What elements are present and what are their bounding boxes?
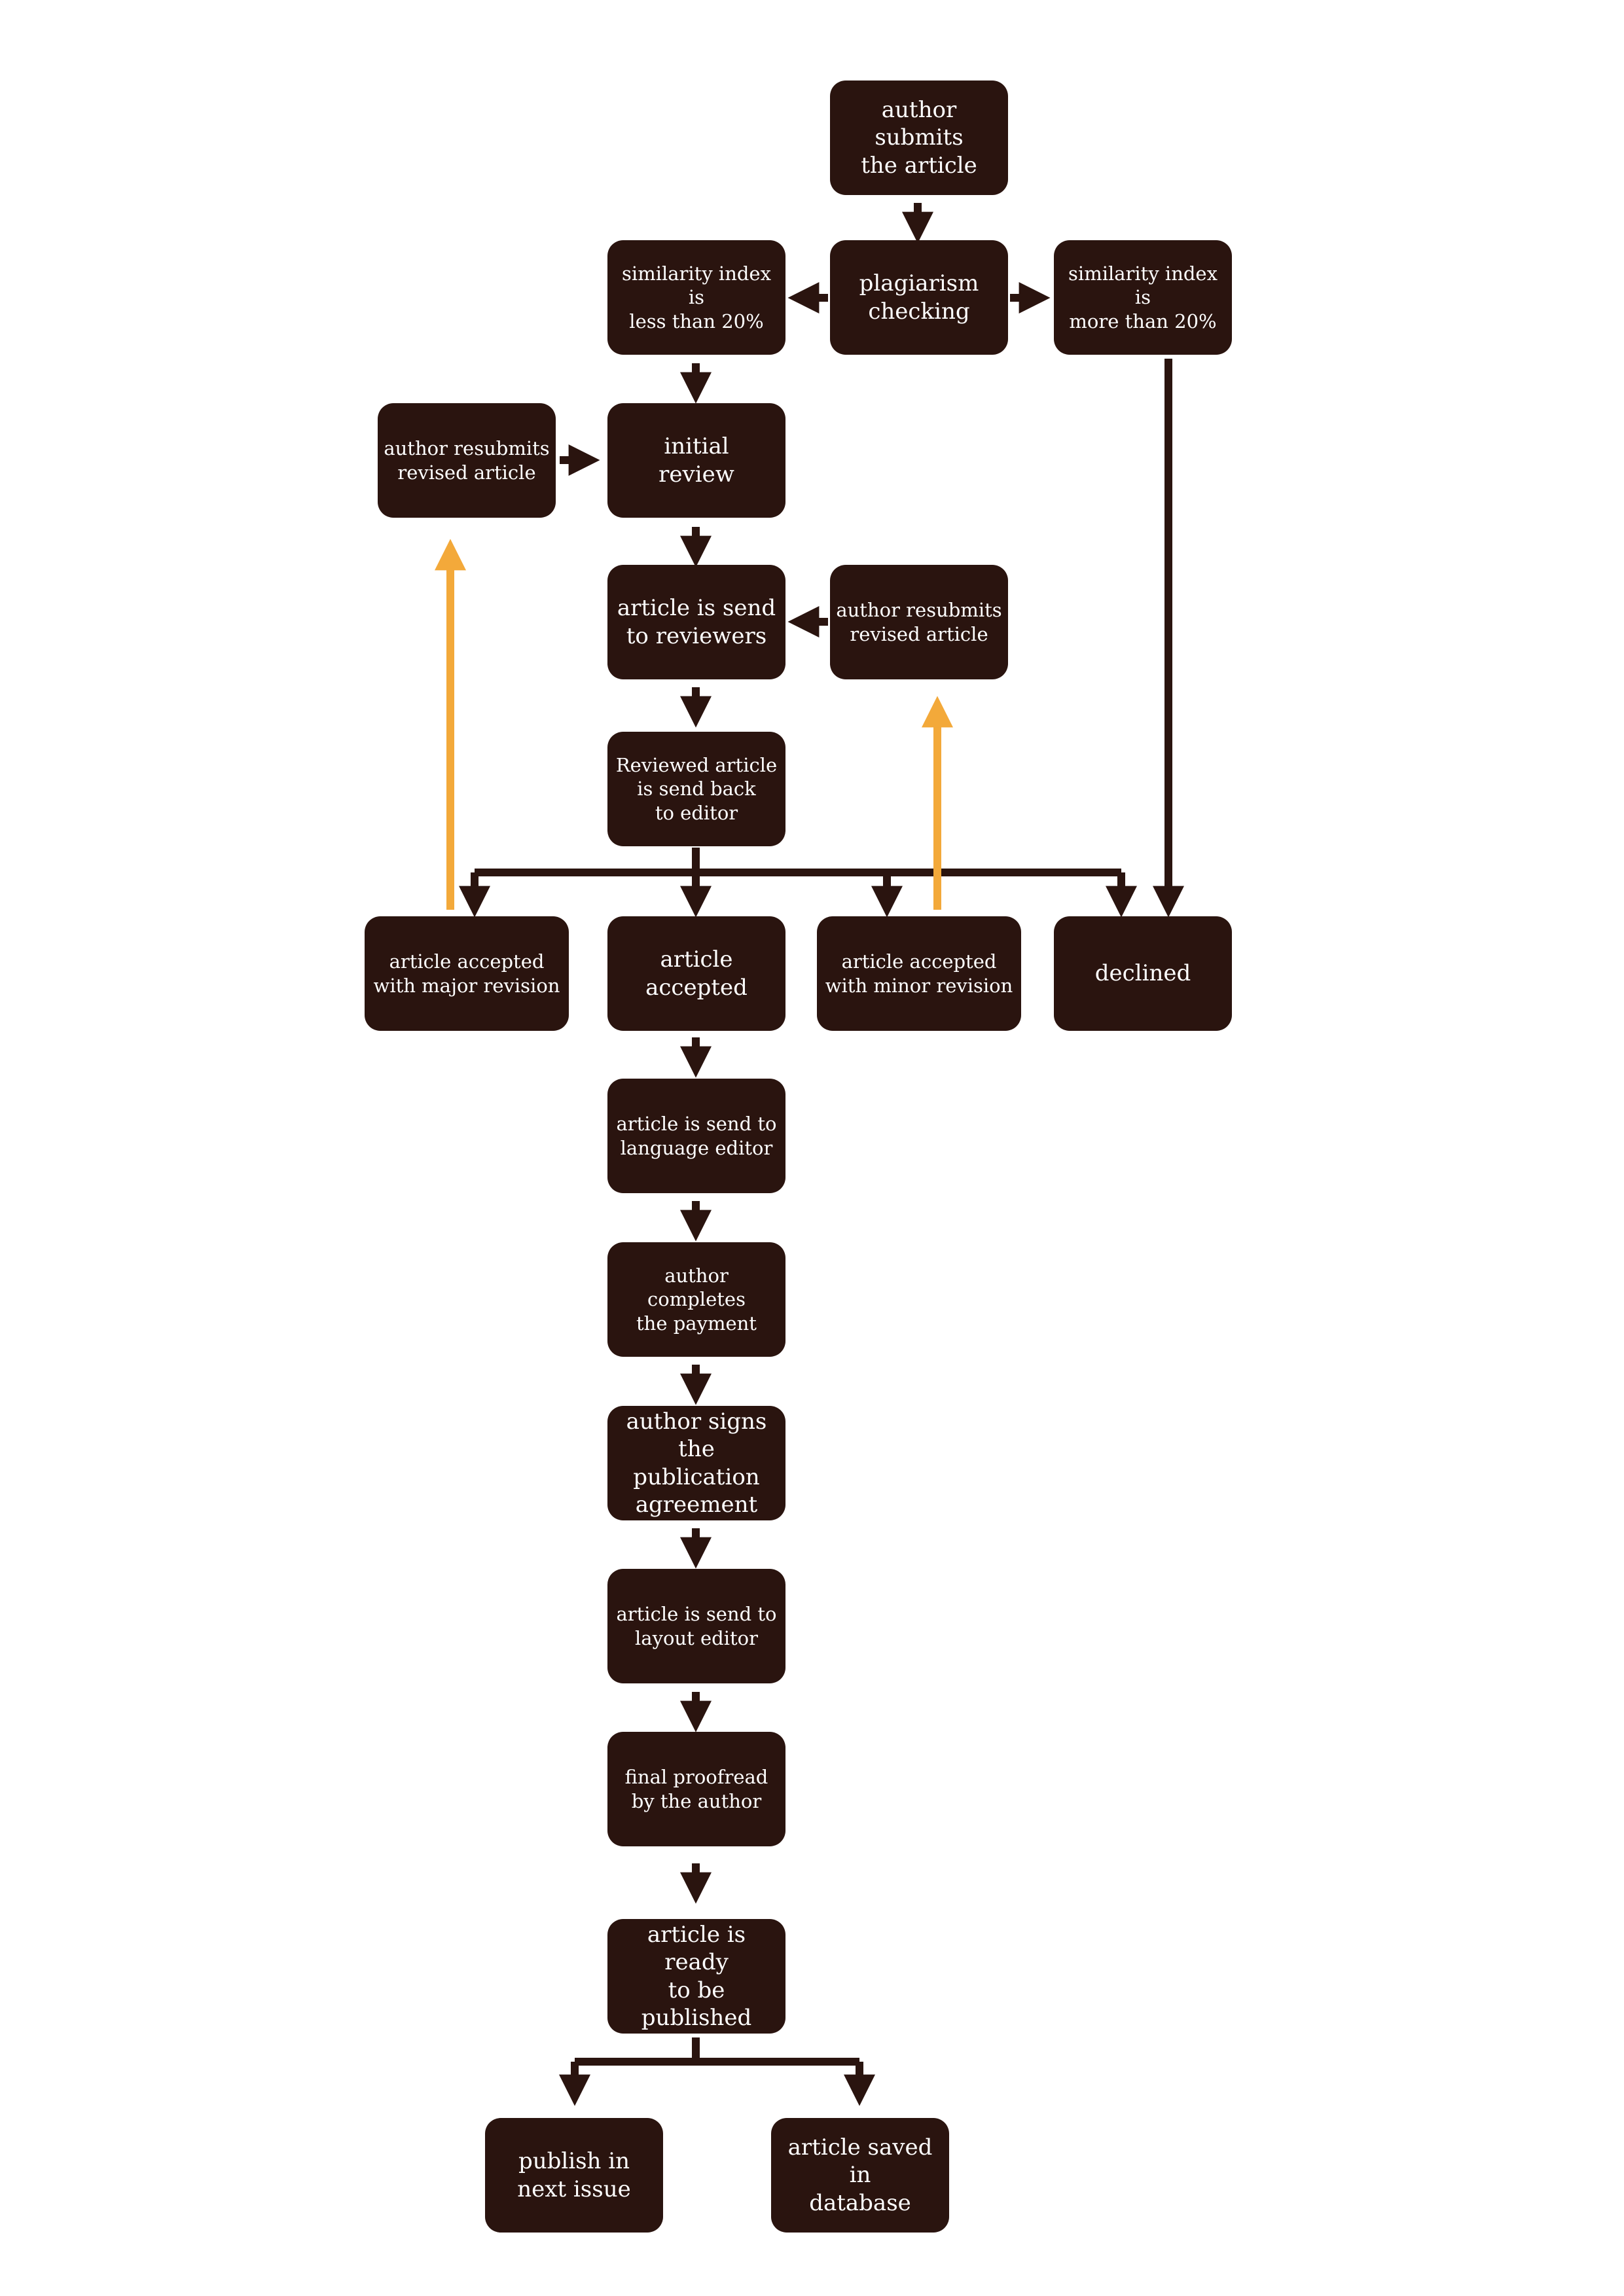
- node-send-to-reviewers: article is send to reviewers: [607, 565, 785, 679]
- node-saved-database: article saved in database: [771, 2118, 949, 2233]
- node-accepted-major: article accepted with major revision: [365, 916, 569, 1031]
- node-label: article is send to language editor: [616, 1113, 777, 1159]
- node-label: initial review: [659, 433, 734, 488]
- node-declined: declined: [1054, 916, 1232, 1031]
- node-label: similarity index is more than 20%: [1068, 262, 1218, 332]
- node-label: final proofread by the author: [624, 1766, 768, 1812]
- node-author-submits: author submits the article: [830, 81, 1008, 195]
- node-label: article accepted: [645, 946, 748, 1001]
- node-initial-review: initial review: [607, 403, 785, 518]
- node-proofread: final proofread by the author: [607, 1732, 785, 1846]
- node-label: author resubmits revised article: [836, 599, 1002, 645]
- node-similarity-more: similarity index is more than 20%: [1054, 240, 1232, 355]
- node-reviewed-back: Reviewed article is send back to editor: [607, 732, 785, 846]
- node-label: article is send to reviewers: [617, 595, 776, 649]
- node-label: article accepted with minor revision: [825, 950, 1013, 997]
- node-label: plagiarism checking: [859, 270, 979, 325]
- node-label: author completes the payment: [636, 1265, 757, 1335]
- node-agreement: author signs the publication agreement: [607, 1406, 785, 1520]
- node-label: publish in next issue: [517, 2148, 631, 2202]
- node-label: declined: [1094, 960, 1191, 987]
- node-language-editor: article is send to language editor: [607, 1079, 785, 1193]
- node-label: Reviewed article is send back to editor: [615, 754, 778, 824]
- node-resubmit-major: author resubmits revised article: [378, 403, 556, 518]
- node-accepted: article accepted: [607, 916, 785, 1031]
- node-label: author submits the article: [861, 96, 977, 179]
- node-accepted-minor: article accepted with minor revision: [817, 916, 1021, 1031]
- node-label: author signs the publication agreement: [626, 1408, 767, 1518]
- node-label: article is send to layout editor: [616, 1603, 777, 1649]
- node-resubmit-minor: author resubmits revised article: [830, 565, 1008, 679]
- node-label: article is ready to be published: [641, 1921, 752, 2032]
- node-payment: author completes the payment: [607, 1242, 785, 1357]
- node-ready: article is ready to be published: [607, 1919, 785, 2034]
- node-plagiarism-checking: plagiarism checking: [830, 240, 1008, 355]
- node-label: author resubmits revised article: [384, 437, 550, 484]
- node-layout-editor: article is send to layout editor: [607, 1569, 785, 1683]
- node-label: article saved in database: [787, 2134, 933, 2216]
- node-similarity-less: similarity index is less than 20%: [607, 240, 785, 355]
- node-label: article accepted with major revision: [373, 950, 560, 997]
- node-label: similarity index is less than 20%: [622, 262, 771, 332]
- node-publish-next-issue: publish in next issue: [485, 2118, 663, 2233]
